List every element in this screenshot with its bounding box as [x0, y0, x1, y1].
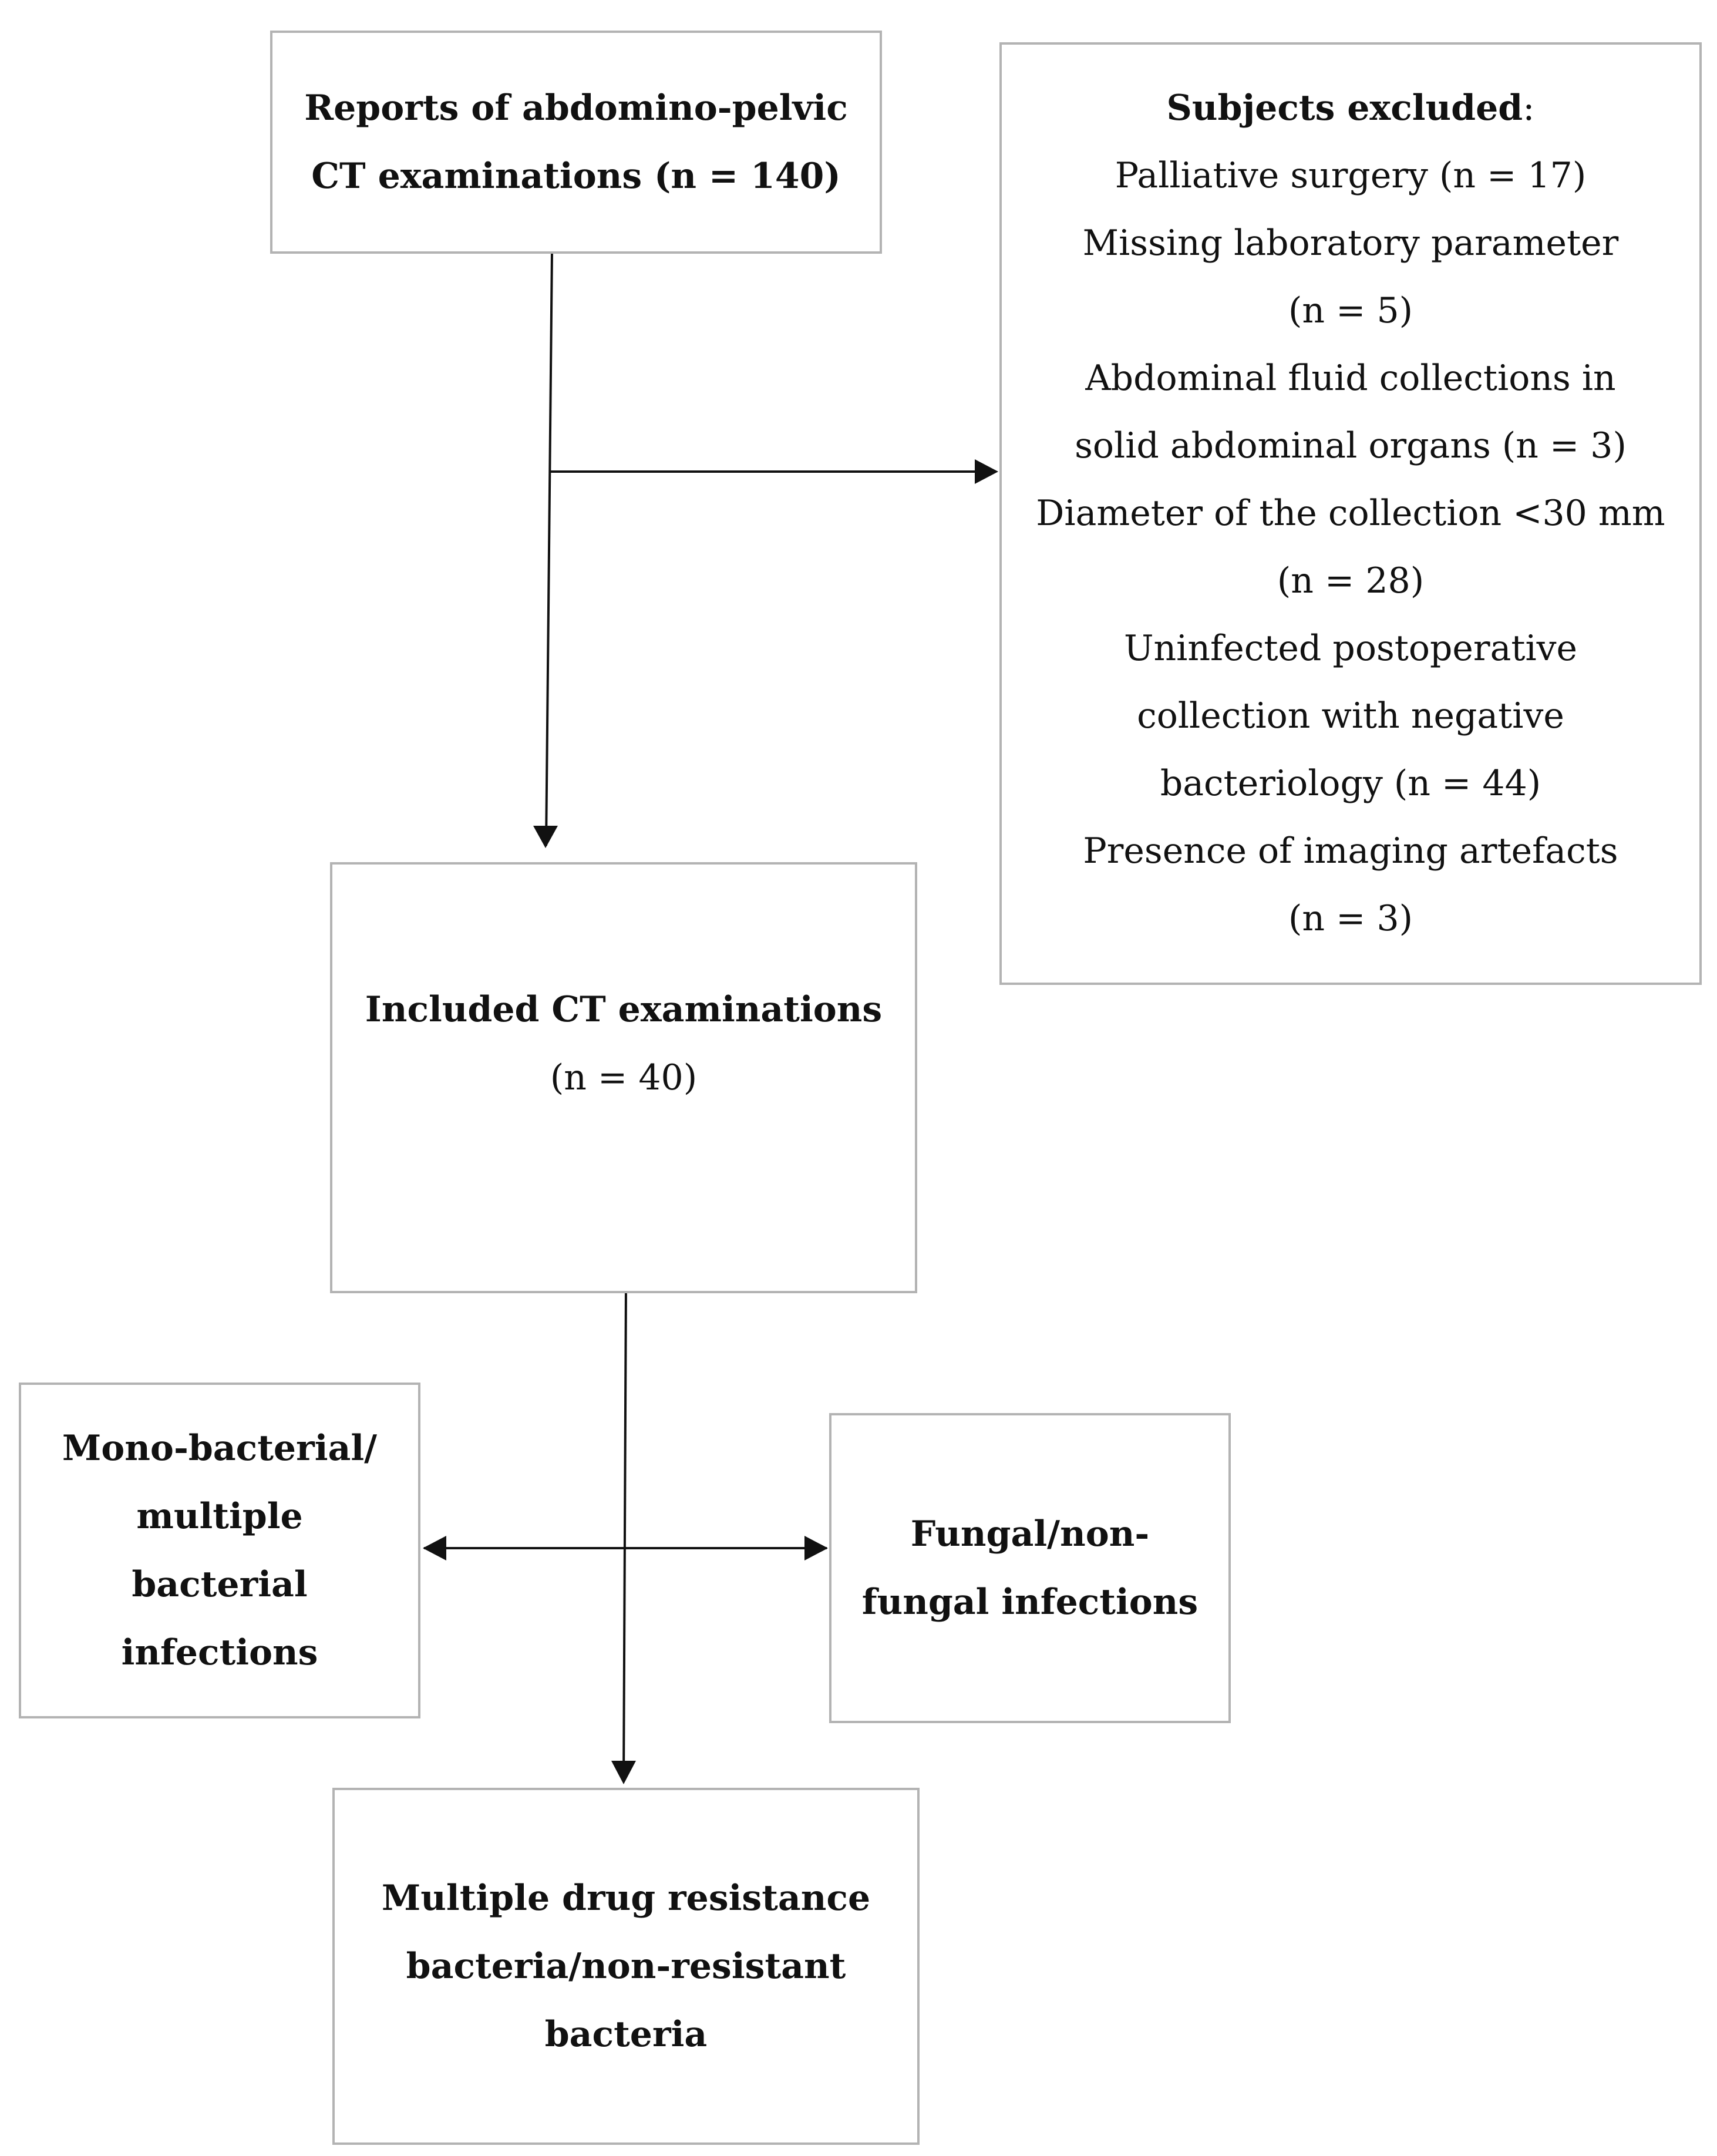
- excluded-line-7: (n = 28): [1277, 560, 1425, 601]
- excluded-line-3: (n = 5): [1288, 290, 1413, 331]
- mdr-line-1: Multiple drug resistance: [381, 1878, 871, 1919]
- mono-line-3: bacterial: [132, 1564, 308, 1605]
- mono-line-2: multiple: [136, 1496, 303, 1537]
- excluded-line-6: Diameter of the collection <30 mm: [1036, 493, 1665, 534]
- excluded-line-4: Abdominal fluid collections in: [1085, 358, 1616, 399]
- included-count: (n = 40): [550, 1057, 698, 1098]
- arrowhead-mdr: [611, 1761, 636, 1784]
- mono-line-4: infections: [121, 1632, 318, 1673]
- included-spacer: [618, 1112, 629, 1180]
- arrowhead-included: [533, 826, 558, 848]
- fungal-line-1: Fungal/non-: [910, 1513, 1150, 1555]
- excluded-title-row: Subjects excluded:: [1167, 75, 1535, 142]
- arrowhead-fungal: [804, 1536, 828, 1560]
- excluded-line-12: (n = 3): [1288, 898, 1413, 939]
- arrow-included-to-mdr: [622, 1286, 627, 1782]
- arrowhead-mono: [423, 1536, 446, 1560]
- mdr-box: Multiple drug resistance bacteria/non-re…: [332, 1788, 920, 2145]
- reports-line-2: CT examinations (n = 140): [311, 156, 841, 197]
- reports-line-1: Reports of abdomino-pelvic: [304, 88, 848, 129]
- excluded-box: Subjects excluded: Palliative surgery (n…: [999, 42, 1702, 985]
- mono-line-1: Mono-bacterial/: [62, 1428, 378, 1469]
- arrowhead-excluded: [975, 459, 998, 484]
- excluded-line-1: Palliative surgery (n = 17): [1115, 155, 1587, 196]
- excluded-line-11: Presence of imaging artefacts: [1083, 830, 1618, 872]
- mono-bacterial-box: Mono-bacterial/ multiple bacterial infec…: [19, 1383, 420, 1718]
- excluded-title-colon: :: [1523, 88, 1535, 129]
- included-title: Included CT examinations: [365, 989, 883, 1030]
- mdr-line-2: bacteria/non-resistant: [406, 1946, 846, 1987]
- arrow-reports-to-included: [545, 252, 553, 846]
- fungal-line-2: fungal infections: [861, 1582, 1198, 1623]
- reports-box: Reports of abdomino-pelvic CT examinatio…: [270, 31, 882, 254]
- fungal-box: Fungal/non- fungal infections: [829, 1413, 1231, 1723]
- included-box: Included CT examinations (n = 40): [330, 862, 917, 1293]
- excluded-line-2: Missing laboratory parameter: [1082, 223, 1619, 264]
- excluded-title: Subjects excluded: [1166, 88, 1523, 129]
- excluded-line-9: collection with negative: [1137, 695, 1564, 736]
- mdr-line-3: bacteria: [544, 2014, 708, 2055]
- excluded-line-8: Uninfected postoperative: [1123, 628, 1578, 669]
- excluded-line-10: bacteriology (n = 44): [1160, 763, 1541, 804]
- excluded-line-5: solid abdominal organs (n = 3): [1075, 425, 1627, 466]
